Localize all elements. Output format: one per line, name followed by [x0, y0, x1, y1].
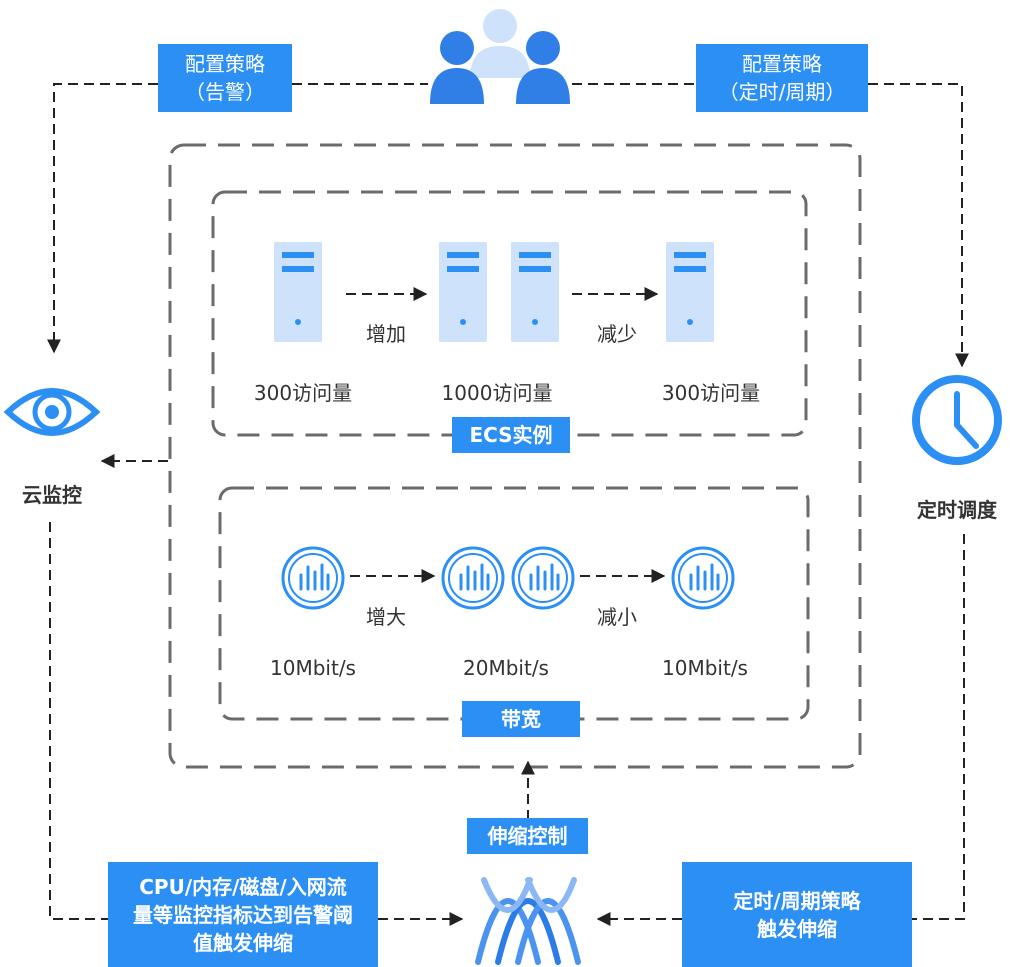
scaling-control-label: 伸缩控制	[467, 818, 588, 854]
ecs-count-mid: 1000访问量	[441, 381, 553, 405]
bandwidth-title: 带宽	[462, 701, 580, 737]
ecs-count-left: 300访问量	[253, 381, 353, 405]
ecs-instance-title: ECS实例	[452, 417, 570, 453]
bw-value-mid: 20Mbit/s	[463, 656, 549, 680]
server-icon	[666, 242, 714, 342]
bw-increase-label: 增大	[366, 605, 406, 629]
eye-monitor-icon	[3, 388, 101, 436]
alarm-trigger-box: CPU/内存/磁盘/入网流 量等监控指标达到告警阈 值触发伸缩	[108, 862, 378, 967]
server-icon	[439, 242, 487, 342]
server-icon	[274, 242, 322, 342]
timed-policy-box: 配置策略 （定时/周期）	[696, 44, 868, 112]
bandwidth-icon	[281, 546, 345, 610]
bw-value-left: 10Mbit/s	[270, 656, 356, 680]
bw-value-right: 10Mbit/s	[662, 656, 748, 680]
outer-scaling-group	[168, 143, 862, 769]
alarm-policy-box: 配置策略 （告警）	[158, 44, 292, 112]
bandwidth-icon	[511, 546, 575, 610]
scheduler-label: 定时调度	[917, 498, 997, 522]
users-icon	[430, 9, 570, 104]
ecs-count-right: 300访问量	[661, 381, 761, 405]
clock-icon	[912, 375, 1002, 465]
timed-trigger-box: 定时/周期策略 触发伸缩	[682, 862, 912, 967]
scheduler-to-timed-trigger-line	[912, 534, 965, 920]
server-icon	[511, 242, 559, 342]
cloud-monitor-label: 云监控	[22, 483, 82, 507]
bw-decrease-label: 减小	[597, 605, 637, 629]
monitor-to-trigger-line	[49, 522, 108, 920]
scaling-wave-icon	[475, 877, 581, 965]
ecs-decrease-label: 减少	[597, 322, 637, 346]
ecs-increase-label: 增加	[366, 322, 406, 346]
bandwidth-icon	[441, 546, 505, 610]
timed-policy-to-scheduler-arrow	[868, 83, 969, 368]
bandwidth-icon	[671, 546, 735, 610]
alarm-policy-to-monitor-arrow	[47, 83, 158, 354]
